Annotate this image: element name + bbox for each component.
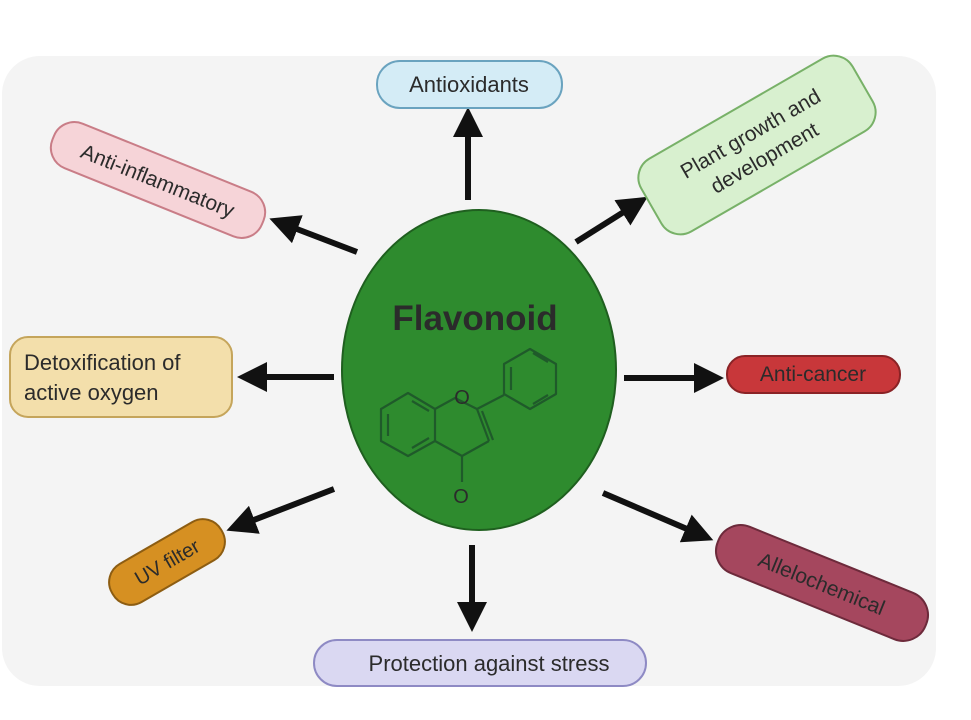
arrow-to-allelochemical <box>601 490 714 543</box>
arrow-to-plant-growth <box>574 196 648 245</box>
flavonoid-ellipse <box>341 209 617 531</box>
anti-cancer-label: Anti-cancer <box>760 363 866 386</box>
arrow-to-uv-filter <box>226 486 336 534</box>
antioxidants-label: Antioxidants <box>409 72 529 97</box>
carbonyl-oxygen-label: O <box>453 486 469 508</box>
effect-allelochemical: Allelochemical <box>715 524 929 642</box>
effect-antioxidants: Antioxidants <box>376 60 563 109</box>
arrows-group <box>226 107 724 632</box>
detoxification-label-line1: Detoxification of <box>24 350 181 375</box>
effect-uv-filter: UV filter <box>108 518 226 606</box>
effect-anti-inflammatory: Anti-inflammatory <box>49 121 267 239</box>
flavonoid-title: Flavonoid <box>392 299 557 338</box>
ring-oxygen-label: O <box>454 387 470 409</box>
arrow-to-anti-inflammatory <box>269 215 359 255</box>
effect-plant-growth: Plant growth and development <box>637 54 877 236</box>
protection-label: Protection against stress <box>369 651 610 676</box>
flavone-structure-icon <box>379 347 558 482</box>
effect-protection-against-stress: Protection against stress <box>313 639 647 687</box>
effect-detoxification: Detoxification of active oxygen <box>9 336 233 418</box>
detoxification-label-line2: active oxygen <box>24 380 159 405</box>
effect-anti-cancer: Anti-cancer <box>726 355 901 394</box>
